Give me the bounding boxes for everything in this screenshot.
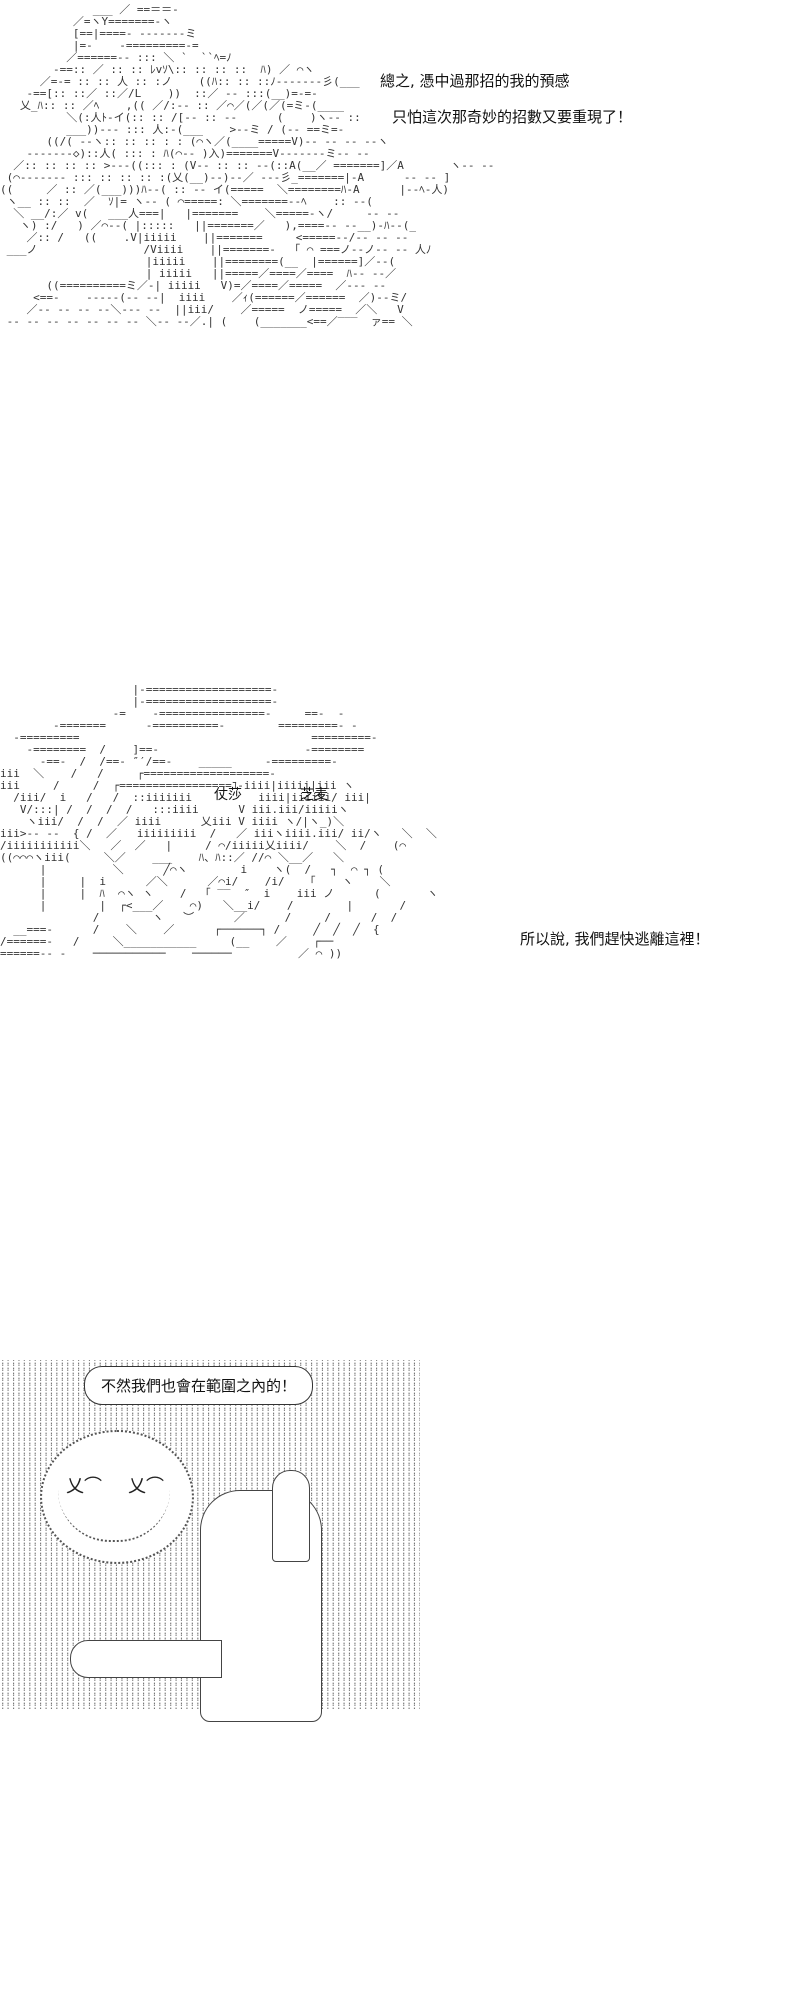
speech-bubble: 不然我們也會在範圍之內的！: [84, 1366, 314, 1405]
caption-line-1: 總之, 憑中過那招的我的預感: [380, 72, 570, 90]
hand-finger: [272, 1470, 310, 1562]
caption-escape: 所以說, 我們趕快逃離這裡！: [520, 930, 710, 948]
panel-1: ___ ／ ==＝＝- ／=ヽY=======-ヽ [==|====- ----…: [0, 0, 808, 500]
caption-sign-left: 仗莎: [214, 787, 242, 803]
ascii-art-crowd: |-===================- |-===============…: [0, 683, 438, 960]
panel-3: ::::::::::::::::::::::::::::::::::::::::…: [0, 1310, 808, 1810]
caption-line-2: 只怕這次那奇妙的招數又要重現了！: [392, 108, 633, 126]
smile-mouth: [58, 1490, 170, 1542]
ascii-art-warrior: ___ ／ ==＝＝- ／=ヽY=======-ヽ [==|====- ----…: [0, 3, 495, 328]
hand-thumb: [70, 1640, 222, 1678]
panel-2: |-===================- |-===============…: [0, 680, 808, 1160]
caption-sign-right: 芝麦: [300, 787, 328, 803]
